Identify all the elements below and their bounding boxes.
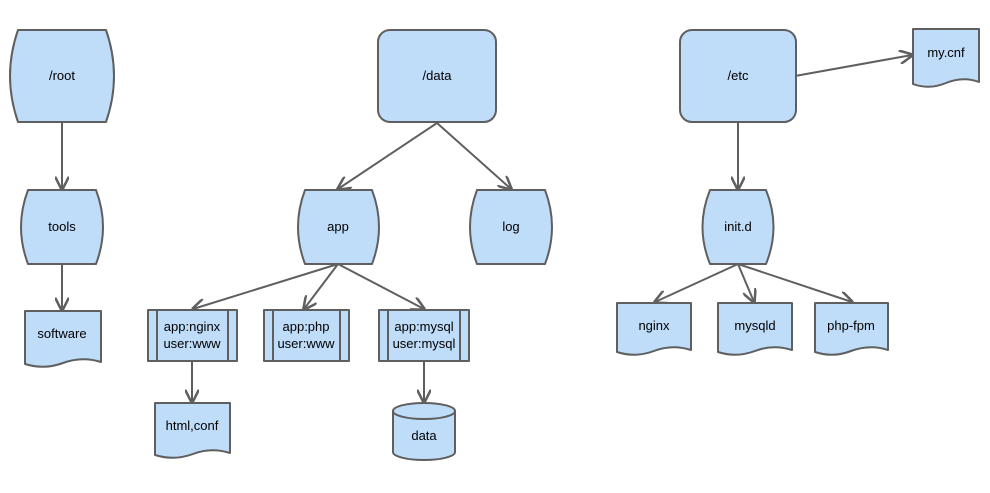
node-etc-label: /etc: [728, 68, 749, 83]
node-app-nginx-line1: app:nginx: [164, 319, 221, 334]
node-tools: tools: [20, 189, 104, 265]
edge-initd-mysqld: [737, 263, 754, 302]
node-app-nginx-line2: user:www: [163, 336, 221, 351]
edge-initd-phpfpm: [737, 263, 852, 302]
node-software-label: software: [37, 326, 86, 341]
node-app-label: app: [327, 219, 349, 234]
node-my-cnf: my.cnf: [912, 28, 980, 88]
edge-data-log: [436, 122, 511, 189]
node-root-label: /root: [49, 68, 75, 83]
node-app-nginx: app:nginx user:www: [147, 309, 238, 362]
node-log-label: log: [502, 219, 519, 234]
edge-initd-nginx: [655, 263, 739, 302]
node-app-php-line1: app:php: [283, 319, 330, 334]
edge-etc-mycnf: [794, 55, 912, 77]
node-data-dir: /data: [377, 29, 497, 123]
node-html-conf: html,conf: [154, 402, 231, 459]
node-nginx-label: nginx: [638, 318, 670, 333]
node-mysqld-label: mysqld: [734, 318, 775, 333]
node-software: software: [24, 310, 102, 368]
node-app-php: app:php user:www: [263, 309, 350, 362]
node-html-conf-label: html,conf: [166, 418, 219, 433]
edge-app-php: [304, 263, 339, 309]
node-mysql-data-label: data: [411, 428, 437, 443]
edges: [62, 55, 912, 402]
node-tools-label: tools: [48, 219, 76, 234]
node-etc: /etc: [679, 29, 797, 123]
node-php-fpm-label: php-fpm: [827, 318, 875, 333]
node-php-fpm: php-fpm: [814, 302, 889, 356]
node-app-php-line2: user:www: [277, 336, 335, 351]
node-data-dir-label: /data: [423, 68, 453, 83]
edge-data-app: [338, 122, 438, 189]
node-init-d-label: init.d: [724, 219, 751, 234]
node-mysql-data: data: [392, 402, 456, 461]
node-log: log: [469, 189, 553, 265]
node-my-cnf-label: my.cnf: [927, 45, 965, 60]
node-nginx: nginx: [616, 302, 692, 356]
node-app-mysql-line1: app:mysql: [394, 319, 453, 334]
edge-app-nginx: [193, 263, 339, 309]
node-root: /root: [9, 29, 115, 123]
node-app-mysql-line2: user:mysql: [393, 336, 456, 351]
node-app-mysql: app:mysql user:mysql: [378, 309, 470, 362]
node-mysqld: mysqld: [717, 302, 793, 356]
edge-app-mysql: [337, 263, 424, 309]
node-app: app: [297, 189, 380, 265]
node-init-d: init.d: [701, 189, 775, 265]
